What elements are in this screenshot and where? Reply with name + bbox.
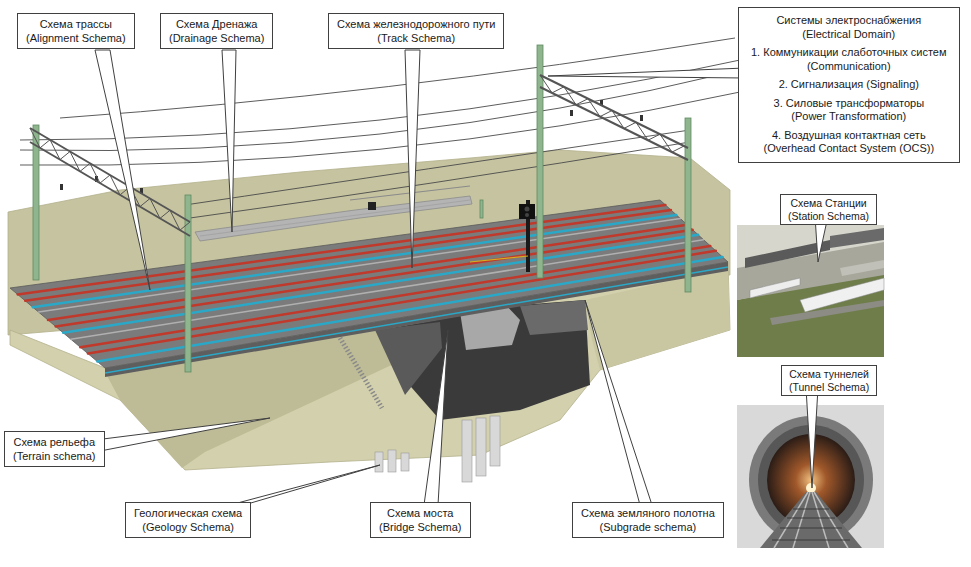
- callout-text: (Subgrade schema): [581, 520, 715, 534]
- callout-box: Геологическая схема(Geology Schema): [125, 502, 251, 538]
- callout-text: 1. Коммуникации слаботочных систем: [751, 46, 947, 60]
- callout-text: (Communication): [751, 60, 947, 74]
- callout-box: Схема Дренажа(Drainage Schema): [160, 13, 273, 49]
- callout-title: Схема туннелей: [789, 368, 869, 381]
- callout-box: Схема трассы(Alignment Schema): [17, 13, 135, 49]
- callout-text: (Alignment Schema): [26, 31, 126, 45]
- callout-title: Схема моста: [379, 506, 462, 520]
- callout-text: (Station Schema): [788, 210, 869, 223]
- callout-box: Схема туннелей(Tunnel Schema): [781, 365, 877, 396]
- callout-text: (Drainage Schema): [169, 31, 264, 45]
- callout-box: Схема моста(Bridge Schema): [370, 502, 471, 538]
- callout-text: (Terrain schema): [13, 449, 96, 463]
- callout-box: Схема рельефа(Terrain schema): [4, 431, 105, 467]
- callout-text: 4. Воздушная контактная сеть: [751, 129, 947, 143]
- callout-text: (Electrical Domain): [751, 28, 947, 42]
- callout-title: Схема железнодорожного пути: [337, 17, 495, 31]
- callout-box: Системы электроснабжения(Electrical Doma…: [738, 7, 960, 163]
- callout-text: 2. Сигнализация (Signaling): [751, 78, 947, 92]
- callout-title: Схема земляного полотна: [581, 506, 715, 520]
- callout-text: (Geology Schema): [134, 520, 242, 534]
- callout-text: (Tunnel Schema): [789, 381, 869, 394]
- callout-title: Геологическая схема: [134, 506, 242, 520]
- callout-text: (Bridge Schema): [379, 520, 462, 534]
- callout-title: Схема трассы: [26, 17, 126, 31]
- callout-box: Схема земляного полотна(Subgrade schema): [572, 502, 724, 538]
- callout-text: (Track Schema): [337, 31, 495, 45]
- callout-text: (Overhead Contact System (OCS)): [751, 142, 947, 156]
- callout-text: 3. Силовые трансформаторы: [751, 97, 947, 111]
- callout-text: (Power Transformation): [751, 110, 947, 124]
- callout-box: Схема железнодорожного пути(Track Schema…: [328, 13, 504, 49]
- callout-title: Системы электроснабжения: [751, 14, 947, 28]
- callout-box: Схема Станции(Station Schema): [780, 194, 877, 225]
- callout-title: Схема Станции: [788, 197, 869, 210]
- callout-title: Схема Дренажа: [169, 17, 264, 31]
- callout-title: Схема рельефа: [13, 435, 96, 449]
